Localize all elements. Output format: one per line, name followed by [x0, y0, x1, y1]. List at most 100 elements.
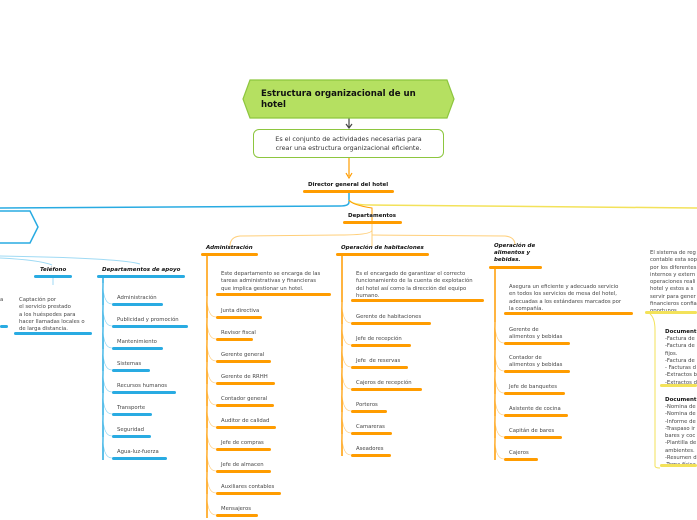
- apoyo-branch-line: [102, 370, 113, 393]
- alimentos-underline: [489, 266, 542, 269]
- apoyo-item[interactable]: Recursos humanos: [117, 383, 168, 389]
- alimentos-item[interactable]: Asistente de cocina: [509, 406, 561, 412]
- habitaciones-item[interactable]: Jefe de recepción: [356, 336, 402, 342]
- administracion-branch-line: [206, 295, 217, 318]
- documentos-2-list: -Nomina de -Nomina de -Informe de -Trasp…: [665, 404, 697, 468]
- habitaciones-branch-line: [341, 389, 352, 412]
- administracion-branch-line: [206, 383, 217, 406]
- administracion-item-underline: [216, 382, 275, 385]
- apoyo-branch-line: [102, 348, 113, 371]
- administracion-item[interactable]: Mensajeros: [221, 506, 251, 512]
- apoyo-item-underline: [112, 347, 163, 350]
- administracion-item-underline: [216, 360, 271, 363]
- alimentos-item[interactable]: Capitán de bares: [509, 428, 555, 434]
- telefono-desc-underline: [14, 332, 92, 335]
- habitaciones-item-underline: [351, 454, 391, 457]
- administracion-branch-line: [206, 449, 217, 472]
- apoyo-item[interactable]: Administración: [117, 295, 157, 301]
- alimentos-item-underline: [504, 342, 570, 345]
- administracion-item[interactable]: Contador general: [221, 396, 268, 402]
- apoyo-header[interactable]: Departamentos de apoyo: [102, 267, 181, 273]
- telefono-header[interactable]: Teléfono: [40, 267, 67, 273]
- habitaciones-item[interactable]: Porteros: [356, 402, 378, 408]
- administracion-branch-line: [206, 493, 217, 516]
- apoyo-branch-line: [102, 282, 113, 305]
- apoyo-item[interactable]: Publicidad y promoción: [117, 317, 179, 323]
- alimentos-item[interactable]: Contador de alimentos y bebidas: [509, 354, 563, 368]
- telefono-underline: [34, 275, 72, 278]
- alimentos-header[interactable]: Operación de alimentos y bebidas.: [494, 243, 536, 263]
- alimentos-item[interactable]: Jefe de banquetes: [509, 384, 557, 390]
- left-partial-text: a: [0, 297, 4, 303]
- administracion-item-underline: [216, 448, 271, 451]
- apoyo-branch-line: [102, 304, 113, 327]
- habitaciones-desc-underline: [351, 299, 484, 302]
- apoyo-branch-line: [102, 326, 113, 349]
- description-text: Es el conjunto de actividades necesarias…: [275, 135, 422, 152]
- documentos-1-underline: [660, 384, 697, 387]
- administracion-desc[interactable]: Este departamento se encarga de las tare…: [221, 271, 321, 292]
- title-node[interactable]: Estructura organizacional de un hotel: [261, 89, 416, 110]
- administracion-item[interactable]: Auditor de calidad: [221, 418, 270, 424]
- apoyo-item-underline: [112, 325, 188, 328]
- alimentos-item[interactable]: Gerente de alimentos y bebidas: [509, 326, 563, 340]
- administracion-branch-line: [206, 339, 217, 362]
- habitaciones-item-underline: [351, 322, 431, 325]
- administracion-header[interactable]: Administración: [206, 245, 253, 251]
- habitaciones-item-underline: [351, 432, 392, 435]
- left-topic-node[interactable]: [0, 209, 42, 245]
- habitaciones-item[interactable]: Aseadores: [356, 446, 384, 452]
- alimentos-item-underline: [504, 392, 565, 395]
- alimentos-branch-line: [494, 349, 505, 372]
- apoyo-item[interactable]: Sistemas: [117, 361, 142, 367]
- director-underline: [303, 190, 394, 193]
- administracion-desc-underline: [216, 293, 331, 296]
- title-node-shape: [242, 79, 455, 119]
- habitaciones-branch-line: [341, 411, 352, 434]
- administracion-item[interactable]: Jefe de compras: [221, 440, 264, 446]
- habitaciones-item[interactable]: Cajeros de recepción: [356, 380, 412, 386]
- administracion-underline: [201, 253, 258, 256]
- habitaciones-desc[interactable]: Es el encargado de garantizar el correct…: [356, 271, 473, 299]
- administracion-branch-line: [206, 317, 217, 340]
- apoyo-item-underline: [112, 303, 163, 306]
- telefono-desc[interactable]: Captación por el servicio prestado a los…: [19, 297, 85, 333]
- apoyo-branch-line: [102, 414, 113, 437]
- administracion-item[interactable]: Jefe de almacen: [221, 462, 264, 468]
- departamentos-node[interactable]: Departamentos: [348, 213, 397, 219]
- administracion-item[interactable]: Junta directiva: [221, 308, 260, 314]
- alimentos-desc-underline: [504, 312, 633, 315]
- director-node[interactable]: Director general del hotel: [308, 182, 389, 188]
- alimentos-branch-line: [494, 415, 505, 438]
- apoyo-item[interactable]: Transporte: [117, 405, 146, 411]
- documentos-1-list: -Factura de -Factura de fijos. -Factura …: [665, 336, 697, 386]
- administracion-item[interactable]: Revisor fiscal: [221, 330, 256, 336]
- apoyo-item[interactable]: Mantenimiento: [117, 339, 157, 345]
- alimentos-desc[interactable]: Asegura un eficiente y adecuado servicio…: [509, 284, 622, 312]
- alimentos-item[interactable]: Cajeros: [509, 450, 529, 456]
- description-node[interactable]: Es el conjunto de actividades necesarias…: [253, 129, 444, 158]
- habitaciones-item[interactable]: Camareras: [356, 424, 385, 430]
- habitaciones-header[interactable]: Operación de habitaciones: [341, 245, 424, 251]
- documentos-2-underline: [660, 464, 697, 467]
- habitaciones-item[interactable]: Gerente de habitaciones: [356, 314, 422, 320]
- administracion-item[interactable]: Gerente general: [221, 352, 265, 358]
- apoyo-item[interactable]: Seguridad: [117, 427, 144, 433]
- administracion-item[interactable]: Auxiliares contables: [221, 484, 275, 490]
- administracion-item[interactable]: Gerente de RRHH: [221, 374, 268, 380]
- left-partial-underline: [0, 325, 8, 328]
- contable-desc[interactable]: El sistema de reg contable esta sop por …: [650, 250, 697, 314]
- habitaciones-branch-line: [341, 345, 352, 368]
- alimentos-branch-line: [494, 437, 505, 460]
- habitaciones-item-underline: [351, 388, 422, 391]
- apoyo-item-underline: [112, 369, 150, 372]
- alimentos-branch-line: [494, 393, 505, 416]
- administracion-branch-line: [206, 471, 217, 494]
- habitaciones-branch-line: [341, 433, 352, 456]
- administracion-item-underline: [216, 404, 274, 407]
- documentos-2-header[interactable]: Document: [665, 397, 697, 403]
- habitaciones-item-underline: [351, 366, 408, 369]
- habitaciones-item[interactable]: Jefe de reservas: [356, 358, 401, 364]
- apoyo-item[interactable]: Agua-luz-fuerza: [117, 449, 159, 455]
- documentos-1-header[interactable]: Document: [665, 329, 697, 335]
